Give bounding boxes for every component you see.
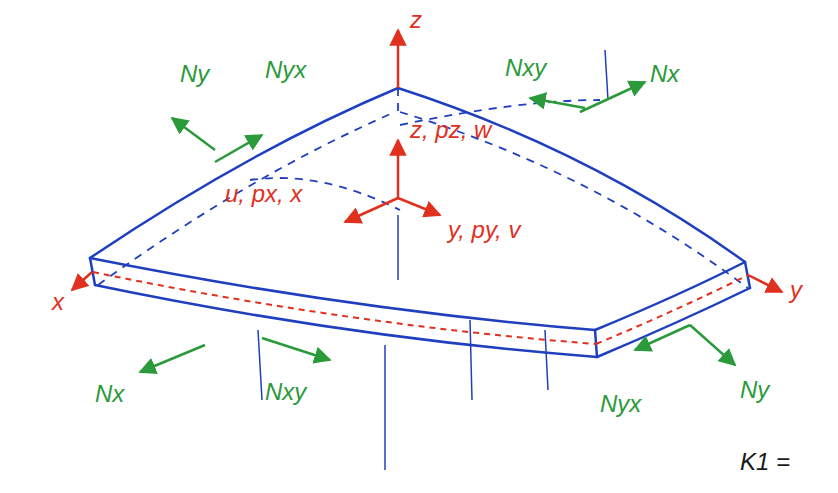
force-label: Nyx bbox=[600, 392, 641, 416]
axis-label: y bbox=[790, 278, 802, 302]
axis-label: z, pz, w bbox=[410, 118, 491, 142]
shell-outline bbox=[90, 88, 750, 357]
axis-label: u, px, x bbox=[225, 182, 302, 206]
force-label: Nx bbox=[650, 62, 679, 86]
section-lines bbox=[258, 50, 608, 470]
mid-surface bbox=[93, 272, 748, 344]
force-label: Nyx bbox=[265, 58, 306, 82]
force-label: Nxy bbox=[265, 380, 306, 404]
force-label: Nx bbox=[95, 382, 124, 406]
force-label: Ny bbox=[740, 378, 769, 402]
force-label: Ny bbox=[180, 62, 209, 86]
axis-label: z bbox=[410, 8, 422, 32]
axis-label: x bbox=[52, 290, 64, 314]
force-label: Nxy bbox=[505, 56, 546, 80]
force-arrows bbox=[140, 82, 735, 372]
axes bbox=[72, 30, 782, 292]
hidden-edges bbox=[98, 88, 748, 288]
formula-label: K1 = bbox=[740, 450, 790, 474]
axis-label: y, py, v bbox=[448, 218, 520, 242]
